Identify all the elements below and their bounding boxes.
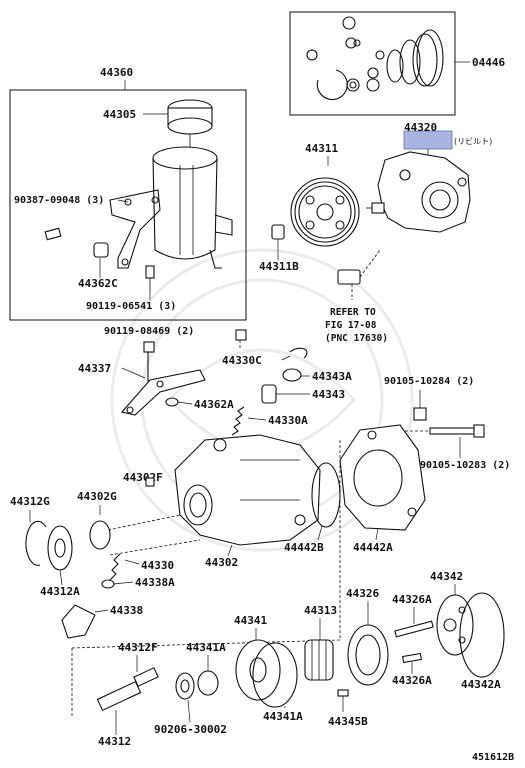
- label-44330C[interactable]: 44330C: [222, 354, 262, 367]
- label-90119-08469[interactable]: 90119-08469 (2): [104, 326, 194, 337]
- label-44362C[interactable]: 44362C: [78, 277, 118, 290]
- label-44326A-top[interactable]: 44326A: [392, 593, 432, 606]
- label-44312F[interactable]: 44312F: [118, 641, 158, 654]
- label-44302G[interactable]: 44302G: [77, 490, 117, 503]
- pump-assembly: 44320 (リビルト): [366, 121, 492, 233]
- label-90105-10283[interactable]: 90105-10283 (2): [420, 460, 510, 471]
- seal-bearing: 44312G 44312A 44330 44338A 44338: [10, 495, 175, 639]
- label-44311[interactable]: 44311: [305, 142, 338, 155]
- label-44312G[interactable]: 44312G: [10, 495, 50, 508]
- refer-note-line3[interactable]: (PNC 17630): [325, 333, 388, 344]
- diagram-id: 451612B: [472, 752, 514, 763]
- label-44330[interactable]: 44330: [141, 559, 174, 572]
- label-44360[interactable]: 44360: [100, 66, 133, 79]
- label-44362A[interactable]: 44362A: [194, 398, 234, 411]
- pulley: 44311 44311B REFER TO FIG 17-08 (PNC 176…: [259, 142, 388, 344]
- label-44343A[interactable]: 44343A: [312, 370, 352, 383]
- refer-note-line2[interactable]: FIG 17-08: [325, 320, 377, 331]
- label-44312A[interactable]: 44312A: [40, 585, 80, 598]
- label-44338A[interactable]: 44338A: [135, 576, 175, 589]
- label-44342[interactable]: 44342: [430, 570, 463, 583]
- middle-parts: 90119-08469 (2) 44330C 44337 44343A 4434…: [78, 326, 510, 471]
- label-44442A[interactable]: 44442A: [353, 541, 393, 554]
- label-44442B[interactable]: 44442B: [284, 541, 324, 554]
- label-44330A[interactable]: 44330A: [268, 414, 308, 427]
- refer-note-line1[interactable]: REFER TO: [330, 307, 376, 318]
- label-44311B[interactable]: 44311B: [259, 260, 299, 273]
- label-44326A-bot[interactable]: 44326A: [392, 674, 432, 687]
- label-44345B[interactable]: 44345B: [328, 715, 368, 728]
- label-44320[interactable]: 44320: [404, 121, 437, 134]
- pump-housing: 44302F 44302G 44302 44442B 44442A: [77, 424, 426, 569]
- label-90387-09048[interactable]: 90387-09048 (3): [14, 195, 104, 206]
- label-90119-06541[interactable]: 90119-06541 (3): [86, 301, 176, 312]
- label-44342A[interactable]: 44342A: [461, 678, 501, 691]
- label-44326[interactable]: 44326: [346, 587, 379, 600]
- label-44337[interactable]: 44337: [78, 362, 111, 375]
- cartridge-parts: 44312 44312F 90206-30002 44341A 44341 44…: [71, 440, 505, 748]
- label-04446[interactable]: 04446: [472, 56, 505, 69]
- label-90206-30002[interactable]: 90206-30002: [154, 723, 227, 736]
- label-44341A-top[interactable]: 44341A: [186, 641, 226, 654]
- label-44313[interactable]: 44313: [304, 604, 337, 617]
- seal-kit-box: 04446: [289, 11, 505, 116]
- label-44302F[interactable]: 44302F: [123, 471, 163, 484]
- label-44338[interactable]: 44338: [110, 604, 143, 617]
- label-44341A-bot[interactable]: 44341A: [263, 710, 303, 723]
- label-44312[interactable]: 44312: [98, 735, 131, 748]
- label-44341[interactable]: 44341: [234, 614, 267, 627]
- label-44302[interactable]: 44302: [205, 556, 238, 569]
- label-90105-10284[interactable]: 90105-10284 (2): [384, 376, 474, 387]
- reservoir-box: 44360 44305 90387-09048 (3) 44362C 9011: [9, 66, 247, 321]
- label-44305[interactable]: 44305: [103, 108, 136, 121]
- label-44343[interactable]: 44343: [312, 388, 345, 401]
- label-44320-note: (リビルト): [454, 137, 492, 146]
